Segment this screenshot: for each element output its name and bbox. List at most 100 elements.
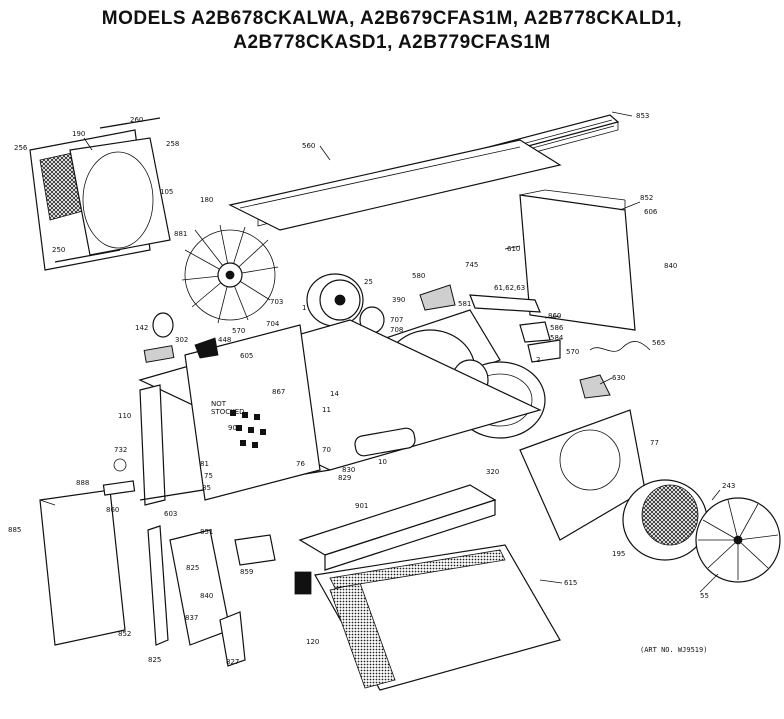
label-256: 256 — [14, 144, 28, 152]
label-830: 830 — [342, 466, 355, 474]
bracket-584 — [527, 339, 561, 363]
diagram-title-line-2: A2B778CKASD1, A2B779CFAS1M — [233, 32, 551, 53]
label-75: 75 — [204, 472, 213, 480]
label-851: 851 — [200, 528, 213, 536]
label-448: 448 — [218, 336, 231, 344]
label-606: 606 — [644, 208, 658, 216]
part-630 — [579, 374, 611, 399]
label-1: 1 — [302, 304, 306, 312]
label-704: 704 — [266, 320, 280, 328]
label-580: 580 — [412, 272, 425, 280]
label-581: 581 — [458, 300, 471, 308]
label-61-62-63: 61,62,63 — [494, 284, 525, 292]
label-260: 260 — [130, 116, 143, 124]
label-610: 610 — [507, 245, 520, 253]
label-837: 837 — [185, 614, 198, 622]
label-25: 25 — [364, 278, 373, 286]
front-grille-615 — [314, 544, 561, 691]
bracket-827 — [219, 611, 246, 667]
label-708: 708 — [390, 326, 403, 334]
label-390: 390 — [392, 296, 405, 304]
control-panel-90 — [184, 324, 321, 501]
label-852: 852 — [640, 194, 653, 202]
label-860: 860 — [548, 312, 561, 320]
bracket-859 — [234, 534, 276, 566]
motor-25 — [306, 273, 385, 334]
label-825b: 825 — [148, 656, 161, 664]
part-448 — [194, 337, 219, 359]
label-827: 827 — [226, 658, 239, 666]
bracket-586 — [519, 321, 551, 343]
label-55: 55 — [700, 592, 709, 600]
label-180: 180 — [200, 196, 213, 204]
label-565: 565 — [652, 339, 665, 347]
diagram-title-line-1: MODELS A2B678CKALWA, A2B679CFAS1M, A2B77… — [101, 8, 683, 29]
label-586: 586 — [550, 324, 564, 332]
label-320: 320 — [486, 468, 499, 476]
part-888 — [102, 480, 136, 496]
capacitor-10 — [354, 427, 416, 457]
part-732 — [113, 458, 127, 472]
condenser-fan-243 — [695, 497, 781, 583]
bracket-580 — [419, 284, 456, 311]
label-120: 120 — [306, 638, 319, 646]
part-142 — [152, 312, 174, 338]
rail-860 — [469, 294, 541, 313]
label-885: 885 — [8, 526, 21, 534]
label-11: 11 — [322, 406, 331, 414]
label-707: 707 — [390, 316, 403, 324]
label-10: 10 — [378, 458, 387, 466]
label-703: 703 — [270, 298, 283, 306]
label-243: 243 — [722, 482, 735, 490]
label-250: 250 — [52, 246, 65, 254]
label-825a: 825 — [186, 564, 199, 572]
label-867: 867 — [272, 388, 285, 396]
drain-pan-320 — [298, 484, 497, 571]
label-90: 90 — [228, 424, 237, 432]
filter-part — [294, 571, 312, 595]
label-258: 258 — [166, 140, 179, 148]
part-302 — [143, 345, 175, 363]
label-14: 14 — [330, 390, 339, 398]
cabinet-top-560 — [228, 139, 562, 231]
label-190: 190 — [72, 130, 85, 138]
art-number: (ART NO. WJ9519) — [640, 646, 707, 654]
label-829: 829 — [338, 474, 351, 482]
label-76: 76 — [296, 460, 305, 468]
rear-grille-195 — [622, 479, 708, 561]
label-745: 745 — [465, 261, 478, 269]
label-840b: 840 — [200, 592, 213, 600]
label-901: 901 — [355, 502, 368, 510]
label-840: 840 — [664, 262, 677, 270]
label-852b: 852 — [118, 630, 131, 638]
fan-blade-180 — [181, 224, 279, 324]
label-570b: 570 — [566, 348, 579, 356]
label-77: 77 — [650, 439, 659, 447]
label-584: 584 — [550, 334, 564, 342]
front-panel-805 — [39, 489, 126, 646]
label-859: 859 — [240, 568, 253, 576]
right-panel-610 — [519, 189, 636, 331]
label-85: 85 — [202, 484, 211, 492]
leader-lines — [83, 111, 721, 593]
bracket-825 — [147, 525, 169, 646]
label-888: 888 — [76, 479, 89, 487]
cable-565 — [589, 341, 651, 352]
label-195: 195 — [612, 550, 625, 558]
label-605: 605 — [240, 352, 253, 360]
label-603: 603 — [164, 510, 177, 518]
label-560: 560 — [302, 142, 315, 150]
label-302: 302 — [175, 336, 188, 344]
fan-shroud-105 — [69, 137, 171, 256]
label-881: 881 — [174, 230, 187, 238]
label-853: 853 — [636, 112, 649, 120]
label-860b: 860 — [106, 506, 119, 514]
label-70: 70 — [322, 446, 331, 454]
label-81: 81 — [200, 460, 209, 468]
label-142: 142 — [135, 324, 148, 332]
label-2: 2 — [536, 356, 540, 364]
label-630: 630 — [612, 374, 625, 382]
label-105: 105 — [160, 188, 173, 196]
